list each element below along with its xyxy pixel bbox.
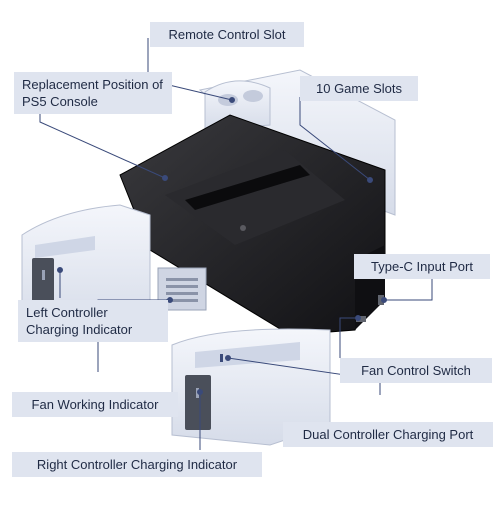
leader-line-replacement — [39, 112, 166, 179]
label-fan-control-switch: Fan Control Switch — [340, 358, 492, 383]
label-dual-charging-port: Dual Controller Charging Port — [283, 422, 493, 447]
fan-switch-shape — [356, 316, 366, 322]
label-type-c-port: Type-C Input Port — [354, 254, 490, 279]
leader-dot-type-c — [381, 297, 387, 303]
label-fan-working-indicator: Fan Working Indicator — [12, 392, 178, 417]
leader-dot-fan-switch — [355, 315, 361, 321]
remote-control-slot-block — [204, 80, 271, 131]
label-left-indicator: Left Controller Charging Indicator — [18, 300, 168, 342]
leader-dot-remote — [229, 97, 235, 103]
label-game-slots: 10 Game Slots — [300, 76, 418, 101]
leader-dot-replacement — [162, 175, 168, 181]
label-replacement-position: Replacement Position of PS5 Console — [14, 72, 172, 114]
leader-dot-game-slots — [367, 177, 373, 183]
leader-line-fan-switch — [339, 317, 355, 358]
label-right-indicator: Right Controller Charging Indicator — [12, 452, 262, 477]
right-controller-dock — [171, 328, 331, 446]
leader-dot-right-indicator — [197, 389, 203, 395]
leader-line-type-c — [384, 276, 433, 301]
leader-dot-dual-port — [225, 355, 231, 361]
left-controller-dock — [21, 204, 151, 331]
leader-line-game-slots — [299, 97, 371, 181]
leader-dot-fan-working — [167, 297, 173, 303]
label-remote-control-slot: Remote Control Slot — [150, 22, 304, 47]
leader-dot-left-indicator — [57, 267, 63, 273]
